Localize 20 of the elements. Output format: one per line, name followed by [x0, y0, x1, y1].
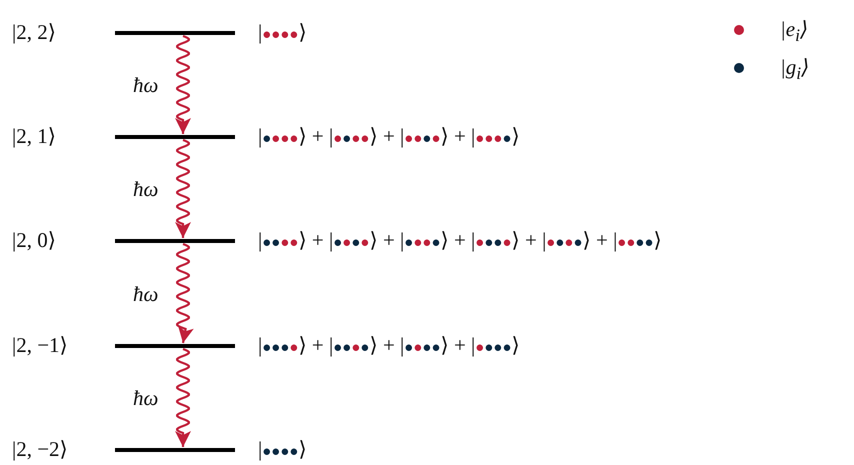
wavy-arrow	[176, 242, 194, 344]
level-label: |2, −1⟩	[12, 332, 68, 358]
level-label: |2, 2⟩	[12, 19, 56, 45]
state-expression: |●●●●⟩ + |●●●●⟩ + |●●●●⟩ + |●●●●⟩	[258, 123, 520, 150]
state-expression: |●●●●⟩	[258, 19, 307, 46]
level-label: |2, 1⟩	[12, 123, 56, 149]
legend-label: |g$_{i}$⟩	[780, 54, 810, 86]
edge-label: ħω	[133, 385, 158, 411]
edge-label: ħω	[133, 280, 158, 306]
wavy-arrow	[175, 138, 191, 238]
level-label: |2, 0⟩	[12, 227, 56, 253]
edge-label: ħω	[133, 176, 158, 202]
state-expression: |●●●●⟩ + |●●●●⟩ + |●●●●⟩ + |●●●●⟩	[258, 332, 520, 359]
edge-label: ħω	[133, 72, 158, 98]
level-label: |2, −2⟩	[12, 436, 68, 462]
state-expression: |●●●●⟩ + |●●●●⟩ + |●●●●⟩ + |●●●●⟩ + |●●●●⟩ + |●●●●⟩	[258, 227, 662, 254]
state-expression: |●●●●⟩	[258, 436, 307, 463]
wavy-arrow	[175, 34, 191, 134]
legend-label: |e$_{i}$⟩	[780, 16, 808, 48]
wavy-arrow	[175, 348, 191, 447]
